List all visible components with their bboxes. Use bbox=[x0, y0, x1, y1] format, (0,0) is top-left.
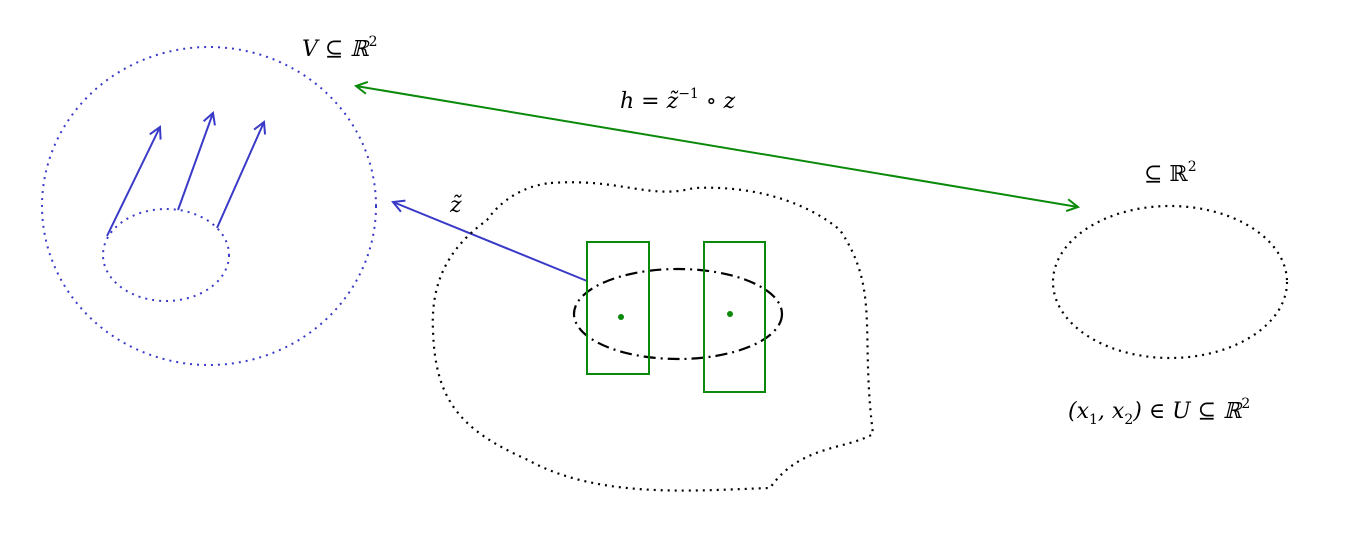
label-v: V ⊆ ℝ2 bbox=[302, 34, 378, 62]
label-h-pre: h = bbox=[620, 89, 667, 114]
label-h-post: ∘ z bbox=[699, 89, 736, 114]
point-left bbox=[618, 314, 624, 320]
label-z-tilde: z̃ bbox=[449, 193, 462, 218]
label-u-sub2: 2 bbox=[1124, 412, 1133, 428]
label-subset-sup: 2 bbox=[1188, 159, 1197, 175]
inner-ellipse-v bbox=[102, 208, 230, 302]
dashdot-ellipse bbox=[572, 267, 784, 361]
label-v-main: V ⊆ ℝ bbox=[302, 37, 370, 62]
region-u-ellipse bbox=[1051, 204, 1289, 360]
label-u-2: , x bbox=[1098, 399, 1125, 424]
label-u-sup: 2 bbox=[1241, 396, 1250, 412]
green-rect-right bbox=[703, 241, 766, 393]
manifold-region bbox=[431, 181, 875, 492]
label-u: (x1, x2) ∈ U ⊆ ℝ2 bbox=[1068, 396, 1250, 428]
label-h-z: z̃ bbox=[666, 89, 679, 114]
green-rect-left bbox=[586, 241, 650, 375]
label-u-sub1: 1 bbox=[1089, 412, 1098, 428]
z-tilde-arrow bbox=[391, 199, 588, 282]
h-transition-arrow bbox=[353, 80, 1081, 213]
region-v-circle bbox=[41, 46, 377, 366]
label-h-sup: −1 bbox=[678, 86, 699, 102]
label-subset-main: ⊆ ℝ bbox=[1144, 162, 1188, 187]
vector-arrow-3 bbox=[216, 120, 267, 229]
point-right bbox=[727, 311, 733, 317]
label-u-1: (x bbox=[1068, 399, 1090, 424]
label-h: h = z̃−1 ∘ z bbox=[620, 86, 736, 114]
label-v-sup: 2 bbox=[369, 34, 378, 50]
vector-arrow-1 bbox=[106, 125, 162, 237]
label-subset-r2: ⊆ ℝ2 bbox=[1144, 159, 1197, 187]
vector-arrow-2 bbox=[177, 111, 216, 211]
label-u-3: ) ∈ U ⊆ ℝ bbox=[1132, 399, 1243, 424]
